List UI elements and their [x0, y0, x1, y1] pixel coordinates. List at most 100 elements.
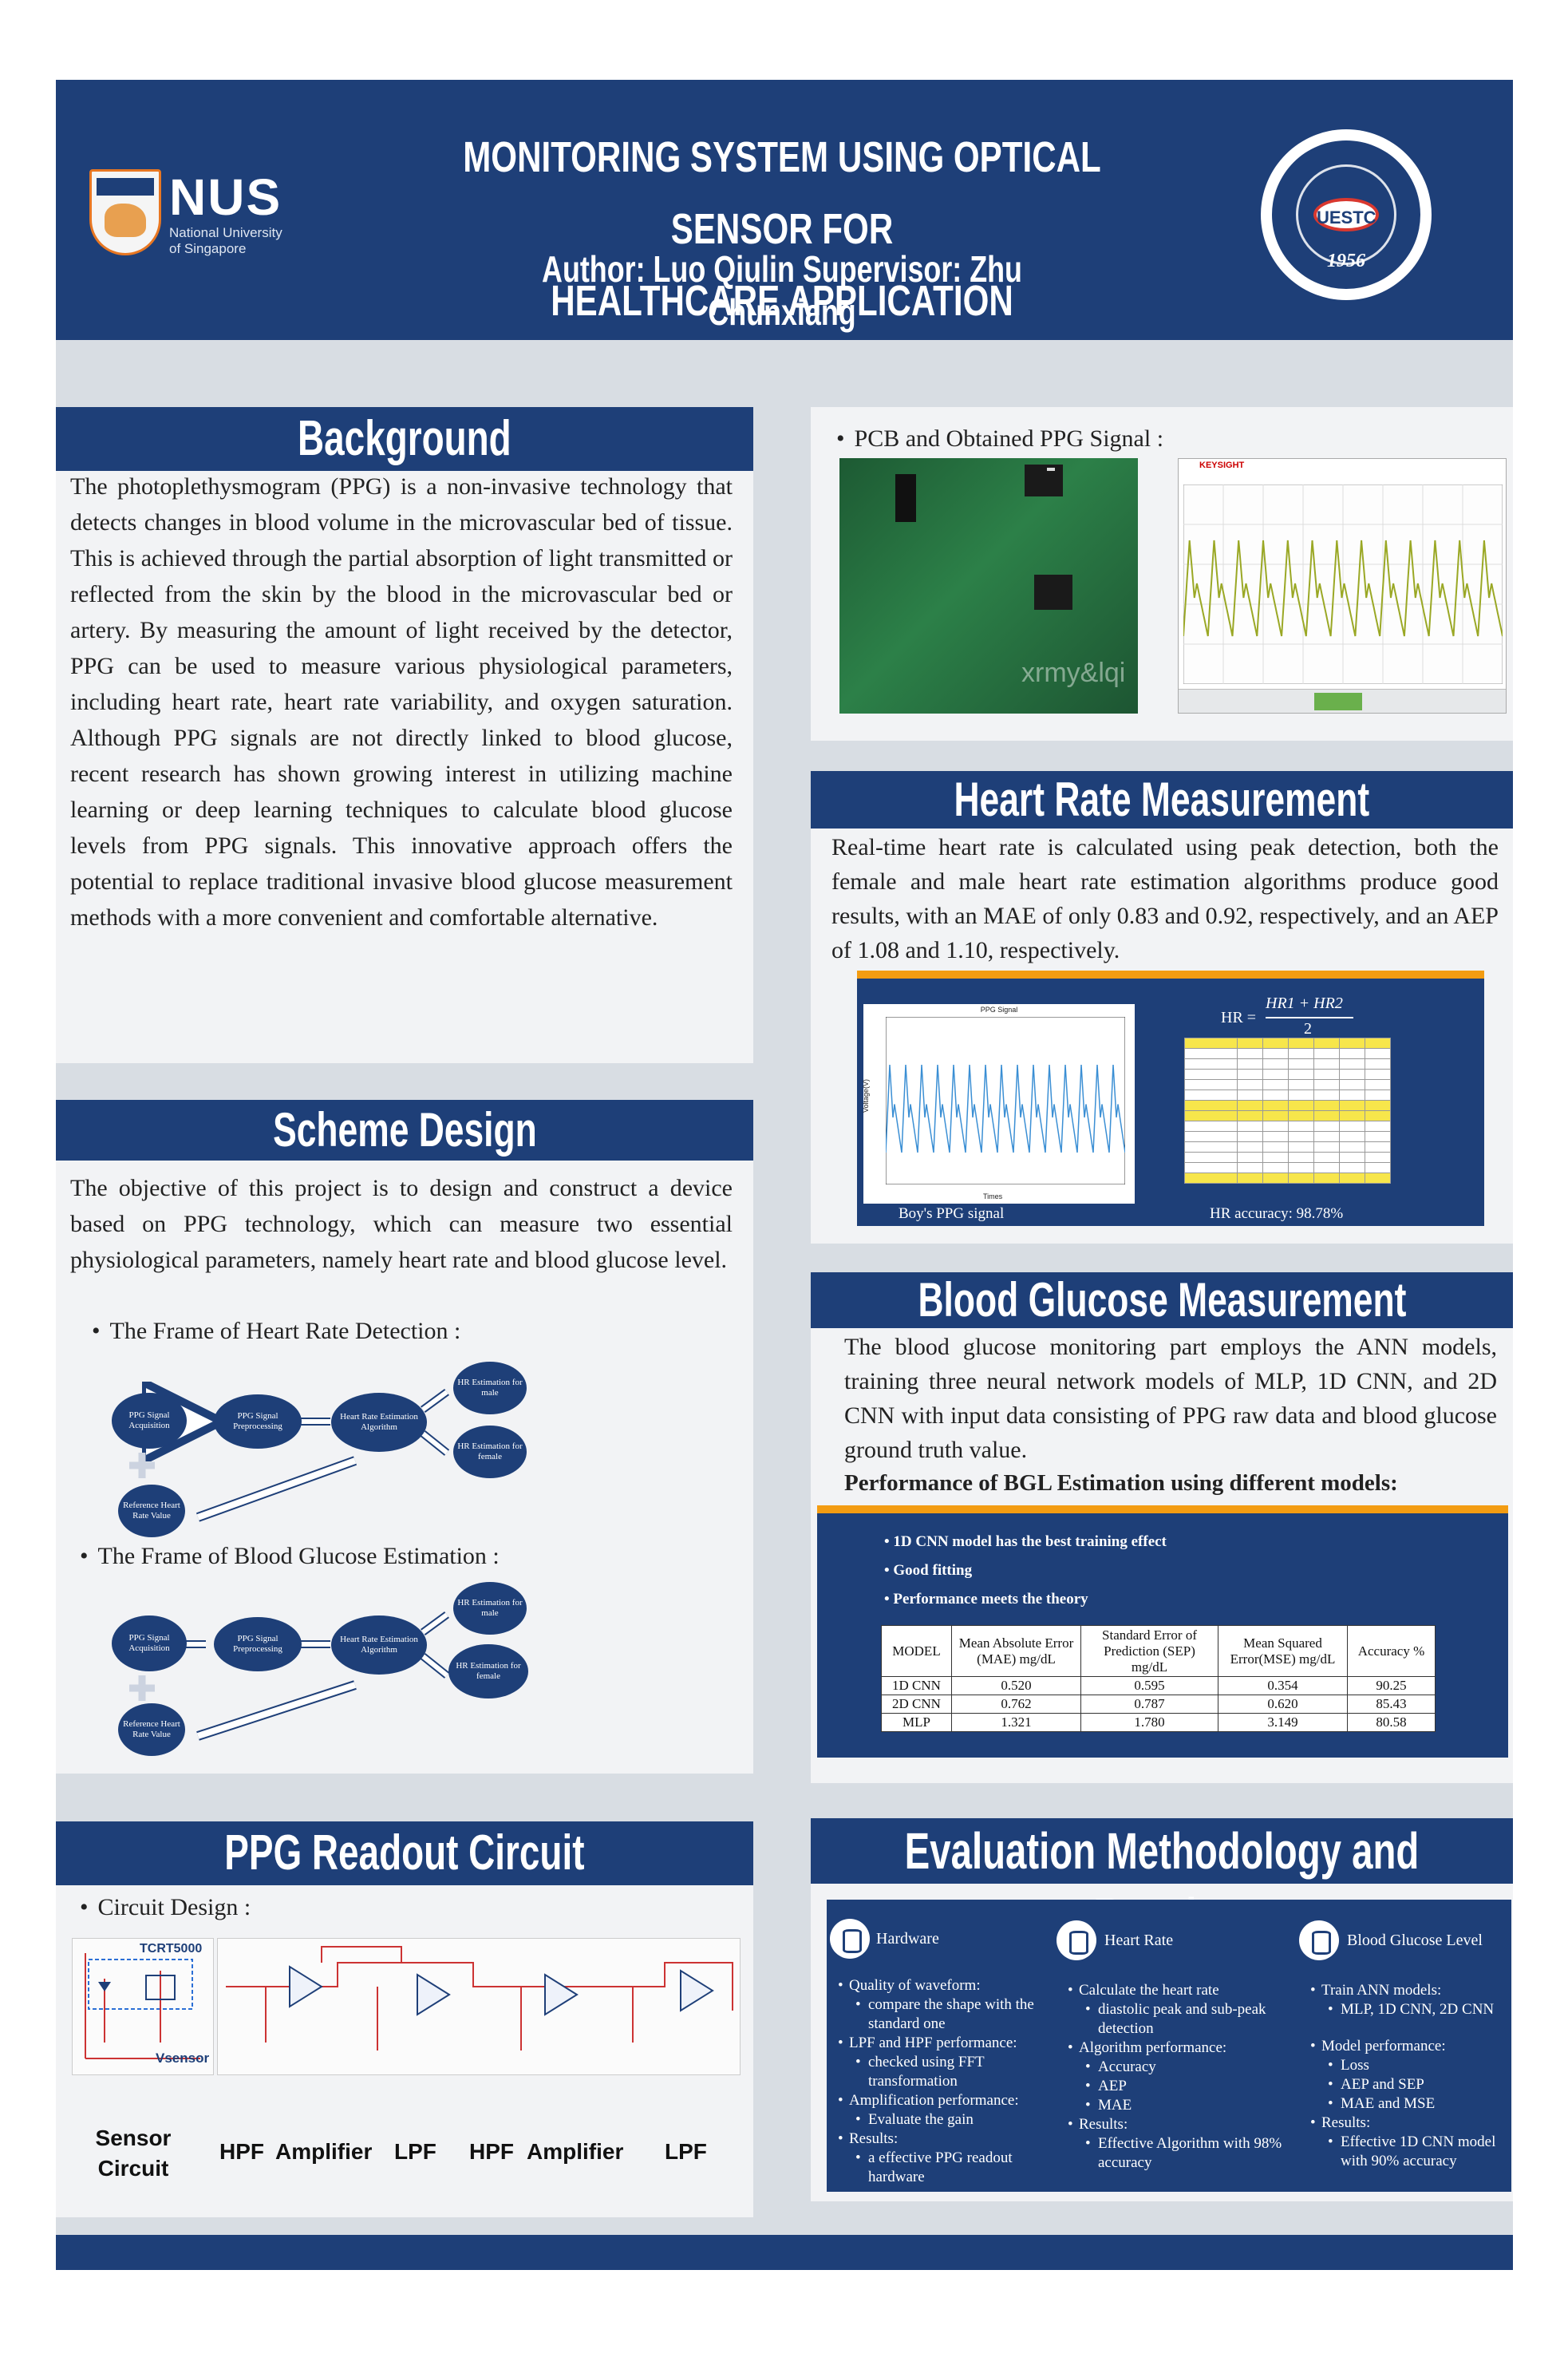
- ppg-signal-plot: PPG Signal Voltage(V) Times: [862, 1004, 1135, 1204]
- nus-name-line2: of Singapore: [169, 241, 247, 256]
- perf-accent: [817, 1505, 1508, 1513]
- bg-node-male: HR Estimation for male: [453, 1582, 527, 1635]
- perf-table-header: MODEL Mean Absolute Error (MAE) mg/dL St…: [881, 1625, 1436, 1677]
- formula-denominator: 2: [1304, 1020, 1312, 1038]
- lpf-label-2: LPF: [665, 2139, 707, 2164]
- evaluation-heading: Evaluation Methodology and Results: [811, 1818, 1513, 1945]
- glucose-icon: [1299, 1920, 1339, 1960]
- blood-glucose-text: The blood glucose monitoring part employ…: [844, 1334, 1497, 1463]
- blood-glucose-heading: Blood Glucose Measurement: [811, 1272, 1513, 1328]
- hr-frame-bullet: The Frame of Heart Rate Detection :: [92, 1315, 461, 1347]
- nus-abbr: NUS: [169, 168, 282, 226]
- table-cell: 0.787: [1080, 1695, 1218, 1714]
- plot-ylabel: Voltage(V): [862, 1078, 871, 1113]
- boys-ppg-caption: Boy's PPG signal: [899, 1205, 1005, 1222]
- author-line: Author: Luo Qiulin Supervisor: Zhu Chunx…: [542, 248, 1022, 333]
- sensor-circuit-label: Sensor Circuit: [95, 2126, 172, 2181]
- hr-node-reference: Reference Heart Rate Value: [118, 1485, 185, 1537]
- vsensor-label: Vsensor: [156, 2050, 210, 2066]
- table-cell: 80.58: [1347, 1713, 1436, 1732]
- bg-node-acquisition: PPG Signal Acquisition: [112, 1615, 187, 1671]
- nus-name-line1: National University: [169, 225, 282, 240]
- heart-rate-eval-title: Heart Rate: [1104, 1932, 1174, 1949]
- nus-shield-icon: [89, 169, 161, 255]
- col-model: MODEL: [881, 1625, 952, 1677]
- perf-title: Performance of BGL Estimation using diff…: [844, 1470, 1398, 1496]
- table-cell: 90.25: [1347, 1676, 1436, 1695]
- col-mse: Mean Squared Error(MSE) mg/dL: [1218, 1625, 1348, 1677]
- bg-node-preprocessing: PPG Signal Preprocessing: [214, 1617, 302, 1671]
- poster-title: MONITORING SYSTEM USING OPTICAL SENSOR F…: [440, 121, 1124, 337]
- hr-frame-diagram: [129, 1354, 450, 1522]
- glucose-list: Train ANN models: MLP, 1D CNN, 2D CNN Mo…: [1309, 1981, 1508, 2171]
- bg-node-algorithm: Heart Rate Estimation Algorithm: [331, 1615, 427, 1675]
- glucose-eval-title: Blood Glucose Level: [1347, 1932, 1483, 1949]
- pcb-bullet: PCB and Obtained PPG Signal :: [836, 423, 1164, 455]
- oscilloscope-screenshot: KEYSIGHT: [1178, 458, 1507, 714]
- table-row: 2D CNN 0.762 0.787 0.620 85.43: [881, 1695, 1436, 1714]
- hr-accuracy-table: [1184, 1038, 1391, 1184]
- nus-logo: NUS National University of Singapore: [89, 169, 297, 257]
- amplifier-filter-schematic: [217, 1938, 741, 2075]
- hr-accuracy-caption: HR accuracy: 98.78%: [1210, 1205, 1344, 1222]
- table-row: 1D CNN 0.520 0.595 0.354 90.25: [881, 1676, 1436, 1695]
- hpf-label-1: HPF: [219, 2139, 264, 2164]
- poster-footer: [56, 2235, 1513, 2270]
- pcb-mark: xrmy&lqi: [1021, 658, 1126, 688]
- table-cell: 1.780: [1080, 1713, 1218, 1732]
- hr-node-female: HR Estimation for female: [453, 1426, 527, 1478]
- table-cell: 2D CNN: [881, 1695, 952, 1714]
- ppg-readout-heading: PPG Readout Circuit: [56, 1821, 753, 1885]
- background-text: The photoplethysmogram (PPG) is a non-in…: [70, 473, 733, 931]
- bg-node-reference: Reference Heart Rate Value: [118, 1703, 185, 1756]
- table-cell: 1D CNN: [881, 1676, 952, 1695]
- heart-rate-text: Real-time heart rate is calculated using…: [831, 834, 1499, 963]
- amplifier-label-1: Amplifier: [275, 2139, 373, 2164]
- pcb-photo: xrmy&lqi: [839, 458, 1138, 714]
- table-cell: MLP: [881, 1713, 952, 1732]
- scheme-text: The objective of this project is to desi…: [70, 1175, 733, 1273]
- table-cell: 3.149: [1218, 1713, 1348, 1732]
- background-panel: [56, 407, 753, 1063]
- scheme-heading: Scheme Design: [56, 1100, 753, 1161]
- sensor-part-label: TCRT5000: [140, 1942, 203, 1956]
- table-cell: 0.520: [951, 1676, 1081, 1695]
- heart-rate-list: Calculate the heart rate diastolic peak …: [1066, 1981, 1297, 2173]
- perf-points: • 1D CNN model has the best training eff…: [884, 1528, 1167, 1614]
- circuit-design-bullet: Circuit Design :: [80, 1892, 251, 1924]
- hardware-list: Quality of waveform: compare the shape w…: [836, 1976, 1060, 2187]
- poster-header: NUS National University of Singapore MON…: [56, 80, 1513, 340]
- perf-table: MODEL Mean Absolute Error (MAE) mg/dL St…: [881, 1625, 1436, 1732]
- bg-frame-diagram: [129, 1611, 450, 1741]
- amplifier-label-2: Amplifier: [527, 2139, 624, 2164]
- sensor-circuit-schematic: TCRT5000 Vsensor: [72, 1938, 214, 2075]
- heart-rate-icon: [1057, 1920, 1096, 1960]
- perf-table-wrap: MODEL Mean Absolute Error (MAE) mg/dL St…: [881, 1625, 1436, 1732]
- hpf-label-2: HPF: [469, 2139, 514, 2164]
- formula-lhs: HR =: [1221, 1009, 1257, 1026]
- bg-node-female: HR Estimation for female: [448, 1644, 528, 1699]
- perf-point-2: • Good fitting: [884, 1562, 973, 1579]
- col-mae: Mean Absolute Error (MAE) mg/dL: [951, 1625, 1081, 1677]
- hardware-icon: [830, 1919, 870, 1959]
- title-line1: MONITORING SYSTEM USING OPTICAL SENSOR F…: [463, 133, 1101, 253]
- hr-node-acquisition: PPG Signal Acquisition: [112, 1393, 187, 1449]
- col-sep: Standard Error of Prediction (SEP) mg/dL: [1080, 1625, 1218, 1677]
- lpf-label-1: LPF: [394, 2139, 436, 2164]
- uestc-logo: UESTC 1956: [1261, 129, 1432, 300]
- table-cell: 0.620: [1218, 1695, 1348, 1714]
- uestc-year: 1956: [1327, 251, 1365, 271]
- table-cell: 0.595: [1080, 1676, 1218, 1695]
- title-line2: HEALTHCARE APPLICATION: [551, 277, 1013, 325]
- formula-numerator: HR1 + HR2: [1266, 995, 1343, 1012]
- table-cell: 0.354: [1218, 1676, 1348, 1695]
- uestc-abbr: UESTC: [1313, 198, 1379, 231]
- plot-title: PPG Signal: [980, 1006, 1018, 1014]
- background-heading: Background: [56, 407, 753, 471]
- table-row: MLP 1.321 1.780 3.149 80.58: [881, 1713, 1436, 1732]
- perf-point-3: • Performance meets the theory: [884, 1591, 1088, 1608]
- bg-frame-bullet: The Frame of Blood Glucose Estimation :: [80, 1540, 500, 1572]
- col-accuracy: Accuracy %: [1347, 1625, 1436, 1677]
- hardware-title: Hardware: [876, 1930, 939, 1948]
- hr-node-algorithm: Heart Rate Estimation Algorithm: [331, 1393, 427, 1452]
